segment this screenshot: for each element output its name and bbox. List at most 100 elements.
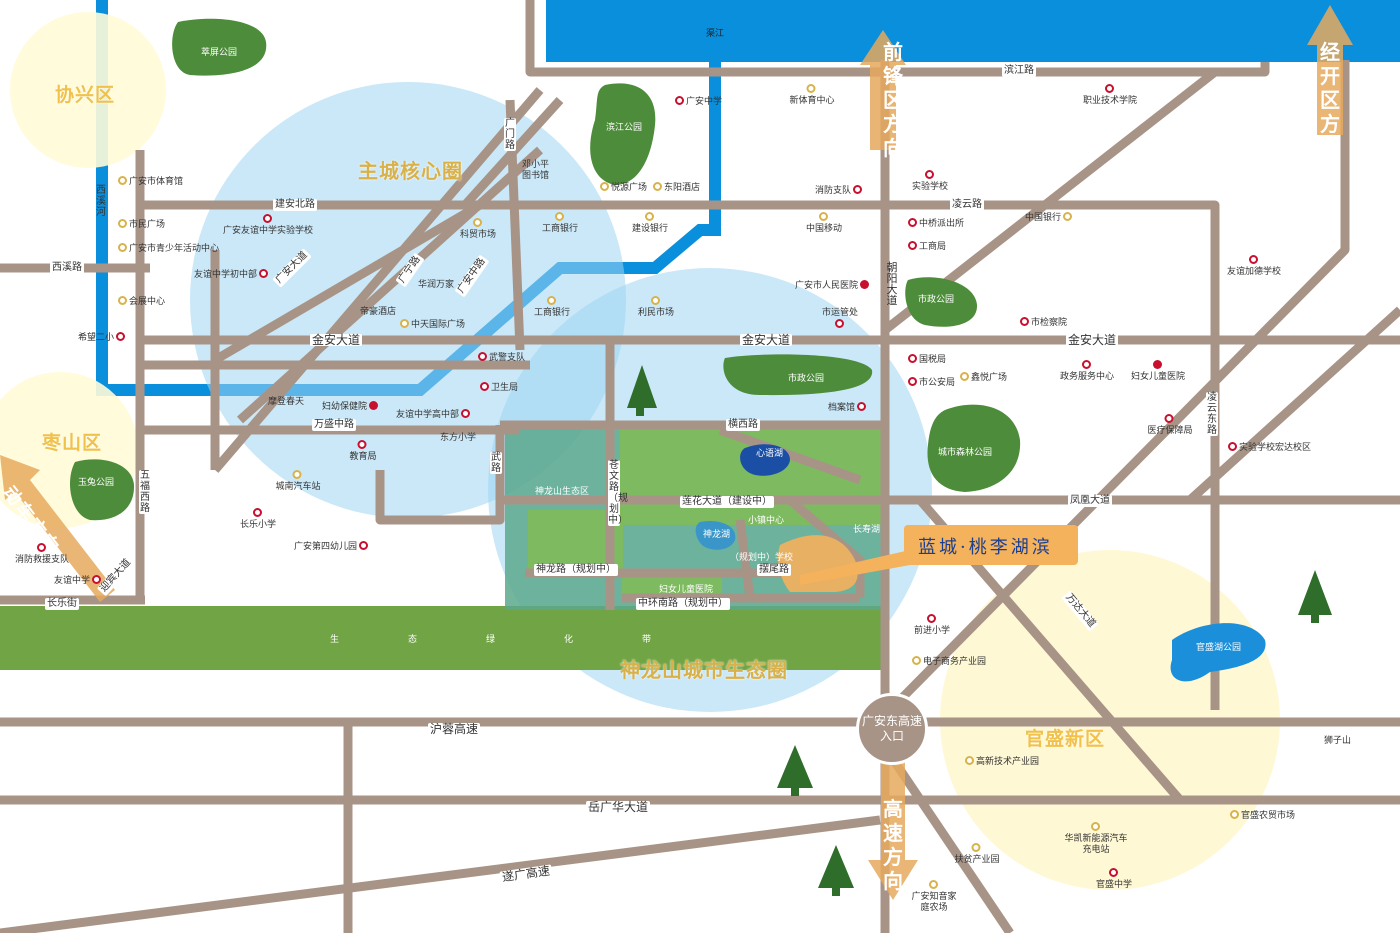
poi-limin: 利民市场 (638, 296, 674, 319)
school-planned-label: （规划中）学校 (730, 553, 794, 563)
jingkai-arrow (1307, 5, 1353, 135)
road-huarong: 沪蓉高速 (428, 722, 481, 736)
poi-yidong: 中国移动 (806, 212, 842, 235)
xiaozhen-label: 小镇中心 (748, 516, 785, 526)
guansheng-lake (1170, 623, 1266, 682)
project-label[interactable]: 蓝城·桃李湖滨 (904, 525, 1078, 565)
shenlongshan-label: 神龙山生态区 (535, 487, 590, 497)
xiexing-zone-label: 协兴区 (55, 84, 116, 106)
poi-qianjin: 前进小学 (914, 614, 950, 637)
poi-changle-xx: 长乐小学 (240, 508, 276, 531)
poi-gongshang-2: 工商银行 (534, 296, 570, 319)
poi-zhiye: 职业技术学院 (1083, 84, 1137, 107)
poi-gaozhong: 友谊中学高中部 (396, 409, 472, 421)
poi-tiyuguan: 广安市体育馆 (118, 176, 183, 188)
poi-zhiyin: 广安知音家庭农场 (910, 880, 958, 914)
cuiping-park-label: 萃屏公园 (201, 48, 238, 58)
poi-guoshui: 国税局 (908, 354, 946, 366)
poi-zhongguo-yh: 中国银行 (1025, 212, 1074, 224)
poi-youyi-wufu: 友谊中学 (54, 575, 103, 587)
poi-dianzi: 电子商务产业园 (912, 656, 986, 668)
poi-fuyou-bj: 妇幼保健院 (322, 401, 380, 413)
poi-jianshe: 建设银行 (632, 212, 668, 235)
road-chaoyang: 朝阳大道 (886, 261, 898, 307)
poi-xiwang: 希望二小 (78, 332, 127, 344)
qianfeng-direction: 前锋区方向 (883, 40, 903, 160)
poi-dihao: 帝豪酒店 (360, 307, 397, 317)
poi-gongshang-1: 工商银行 (542, 212, 578, 235)
road-lianhua: 莲花大道（建设中） (680, 496, 774, 508)
road-jinan-1: 金安大道 (310, 333, 363, 347)
binjiang-park-label: 滨江公园 (606, 123, 643, 133)
road-yueguanghua: 岳广华大道 (586, 800, 651, 814)
senlin-park (927, 404, 1021, 492)
road-jinan-2: 金安大道 (740, 333, 793, 347)
poi-shijiancha: 市检察院 (1020, 317, 1067, 329)
poi-gaoxin: 高新技术产业园 (965, 756, 1039, 768)
poi-shiyunguan: 市运管处 (822, 308, 858, 331)
qianfeng-arrow (860, 30, 906, 150)
cuiping-park (172, 18, 267, 76)
road-jiananbei: 建安北路 (273, 199, 317, 211)
road-zhonghuannan: 中环南路（规划中） (636, 598, 730, 610)
poi-shimin: 市民广场 (118, 219, 165, 231)
road-binjiang: 滨江路 (1002, 65, 1036, 77)
qujiang-label: 渠江 (706, 29, 725, 39)
poi-dongfang: 东方小学 (440, 433, 477, 443)
eco-zone-label: 神龙山城市生态圈 (620, 658, 788, 682)
poi-zhengwu: 政务服务中心 (1060, 360, 1114, 383)
senlin-park-label: 城市森林公园 (938, 448, 993, 458)
road-chunwen: 苍文路（规划中） (608, 460, 628, 526)
poi-moshang: 摩登春天 (268, 397, 305, 407)
poi-dongyang: 东阳酒店 (653, 182, 700, 194)
poi-weisheng: 卫生局 (480, 382, 518, 394)
shenlong-lake (695, 520, 736, 550)
poi-youyijiade: 友谊加德学校 (1227, 255, 1281, 278)
shizheng-park-2 (723, 354, 873, 396)
road-xixi: 西溪路 (50, 262, 84, 274)
poi-fuyou: 妇女儿童医院 (1131, 360, 1185, 383)
poi-shaonian: 广安市青少年活动中心 (118, 243, 219, 255)
poi-kemao: 科贸市场 (460, 218, 496, 241)
poi-shizishan: 狮子山 (1324, 736, 1352, 746)
poi-huizhan: 会展中心 (118, 296, 165, 308)
poi-chengnan: 城南汽车站 (275, 470, 321, 493)
poi-youyi-chuzhong: 友谊中学初中部 (194, 269, 270, 281)
changshouhu-label: 长寿湖 (853, 525, 881, 535)
poi-gongan: 市公安局 (908, 377, 955, 389)
shizheng-park-2-label: 市政公园 (788, 374, 825, 384)
road-wu: 武路 (490, 452, 502, 474)
poi-zhongtian: 中天国际广场 (400, 319, 465, 331)
guanshenghu-label: 官盛湖公园 (1196, 643, 1242, 653)
poi-danganguan: 档案馆 (828, 402, 868, 414)
road-jinan-3: 金安大道 (1066, 333, 1119, 347)
poi-dengxiaoping: 邓小平图书馆 (522, 160, 550, 181)
zaoshan-zone-label: 枣山区 (42, 432, 103, 454)
poi-renmin-yy: 广安市人民医院 (795, 280, 871, 292)
dongche-arrow (0, 455, 115, 602)
poi-nongmao: 官盛农贸市场 (1230, 810, 1295, 822)
gaosu-arrow (868, 760, 918, 900)
poi-guansheng-zx: 官盛中学 (1096, 868, 1132, 891)
yutu-park-label: 玉兔公园 (78, 478, 115, 488)
road-lingyundong: 凌云东路 (1206, 392, 1218, 436)
road-changle: 长乐街 (45, 598, 79, 610)
shizheng-park-1-label: 市政公园 (918, 295, 955, 305)
poi-wujing: 武警支队 (478, 352, 525, 364)
poi-huarun: 华润万家 (418, 280, 455, 290)
green-belt-label: 生 态 绿 化 带 (330, 635, 682, 645)
road-guangmen: 广门路 (504, 118, 516, 151)
road-hengxi: 横西路 (726, 419, 760, 431)
xinyuhu-label: 心语湖 (756, 449, 784, 459)
poi-youyi-shiyan: 广安友谊中学实验学校 (223, 214, 313, 237)
xinyu-lake (740, 444, 790, 476)
road-shenlong: 神龙路（规划中） (534, 564, 618, 576)
poi-xiaofang: 消防支队 (815, 185, 864, 197)
poi-youer4: 广安第四幼儿园 (294, 541, 370, 553)
road-baiwei: 摆尾路 (757, 564, 791, 576)
jingkai-direction: 经开区方向 (1320, 40, 1340, 160)
poi-fupin: 扶贫产业园 (954, 843, 1000, 866)
poi-xiyuan: 悦源广场 (600, 182, 647, 194)
